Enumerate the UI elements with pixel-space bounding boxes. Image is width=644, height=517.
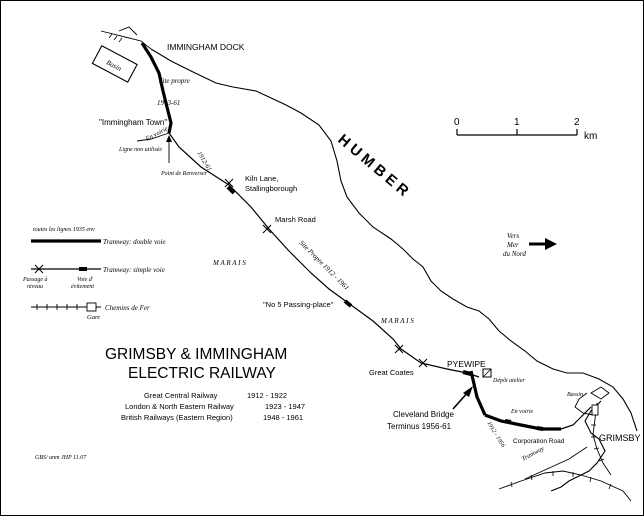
corporation-road-label: Corporation Road	[513, 438, 565, 445]
passing-places	[226, 185, 544, 431]
site-propre-years: 1913-61	[157, 99, 180, 107]
great-coates-label: Great Coates	[369, 368, 414, 377]
scale-bar	[456, 129, 578, 136]
railway-grimsby-1	[592, 402, 612, 476]
owner-1-name: London & North Eastern Railway	[125, 402, 234, 411]
depot-building	[482, 368, 492, 378]
scale-tick-0: 0	[454, 117, 460, 128]
point-de-renverser-label: Point de Renverser	[160, 171, 208, 177]
legend-station-box	[86, 302, 97, 312]
en-voirie-2-label: En voirie	[510, 409, 533, 415]
legend-railway-label: Chemins de Fer	[105, 304, 150, 312]
tramway-grimsby-street	[524, 446, 588, 480]
double-track-terminus	[469, 370, 487, 416]
immingham-dock-label: IMMINGHAM DOCK	[167, 42, 245, 52]
scale-tick-2: 2	[574, 117, 580, 128]
legend-note: toutes les lignes 1935 env	[33, 227, 95, 233]
legend-single-label: Tramway: simple voie	[103, 266, 165, 274]
legend-evitement-line1: Voie d'	[77, 277, 94, 283]
legend-passage-line1: Passage à	[22, 277, 48, 283]
passing-place-label: "No 5 Passing-place"	[263, 300, 334, 309]
cleveland-terminus-label: Terminus 1956-61	[387, 422, 452, 431]
owner-2-name: British Railways (Eastern Region)	[121, 413, 233, 422]
credit-label: GBS/ unm JHP 11.07	[35, 455, 87, 461]
marais-label-1: M A R A I S	[212, 259, 246, 267]
legend-double-label: Tramway: double voie	[103, 238, 166, 246]
humber-label: H U M B E R	[334, 131, 411, 200]
grimsby-bassin	[590, 386, 610, 400]
marais-label-2: M A R A I S	[380, 317, 414, 325]
years-1912-1956-label: 1912 - 1956	[485, 421, 505, 449]
pyewipe-label: PYEWIPE	[447, 359, 486, 369]
owner-2-years: 1948 - 1961	[263, 413, 303, 422]
legend-evitement-line2: évitement	[71, 284, 94, 290]
owner-1-years: 1923 - 1947	[265, 402, 305, 411]
dock-basin	[91, 44, 138, 83]
title-line2: ELECTRIC RAILWAY	[128, 365, 276, 382]
grimsby-label: GRIMSBY	[599, 433, 641, 443]
scale-unit: km	[584, 131, 597, 142]
legend-crossing-mark	[34, 264, 44, 274]
ligne-non-utilisee-label: Ligne non utilisée	[118, 147, 162, 153]
coast-south-grimsby	[550, 400, 606, 492]
renverser-pointer-head	[166, 135, 172, 142]
owner-0-name: Great Central Railway	[144, 391, 218, 400]
dock-edge	[100, 26, 152, 50]
tramway-label: Tramway	[521, 445, 546, 463]
vers-mer-line3: du Nord	[503, 250, 526, 258]
cleveland-pointer-head	[463, 386, 473, 397]
railway-grimsby-2-ticks	[510, 471, 612, 490]
dock-rail-ticks	[108, 33, 123, 43]
legend-passage-line2: niveau	[27, 284, 43, 290]
cleveland-bridge-label: Cleveland Bridge	[393, 410, 454, 419]
single-track-grimsby	[560, 406, 592, 430]
double-track-corporation	[484, 413, 561, 431]
stallingborough-label: Stallingborough	[245, 184, 297, 193]
vers-mer-line1: Vers	[507, 232, 519, 240]
single-track-town-spur	[136, 132, 170, 142]
single-track-main	[168, 132, 480, 378]
kiln-lane-label: Kiln Lane,	[245, 174, 278, 183]
scale-tick-1: 1	[514, 117, 520, 128]
depot-hatch	[482, 368, 492, 378]
depot-label: Dépôt atelier	[492, 378, 525, 384]
legend-gare-label: Gare	[87, 314, 100, 321]
title-line1: GRIMSBY & IMMINGHAM	[105, 346, 287, 363]
vers-mer-line2: Mer	[506, 241, 519, 249]
arrow-right-icon	[529, 238, 557, 250]
level-crossings	[224, 178, 428, 368]
bassin-2-label: Bassin	[567, 392, 583, 398]
double-track-immingham	[140, 42, 173, 134]
humber-coastline	[150, 48, 638, 432]
marsh-road-label: Marsh Road	[275, 215, 316, 224]
legend-railway-ticks	[36, 304, 78, 310]
immingham-town-label: "Immingham Town"	[99, 118, 167, 127]
site-propre-label: Site propre	[159, 77, 190, 85]
railway-grimsby-2	[498, 470, 632, 502]
coast-inner-grimsby	[574, 392, 594, 416]
owner-0-years: 1912 - 1922	[247, 391, 287, 400]
grimsby-station	[591, 404, 599, 416]
